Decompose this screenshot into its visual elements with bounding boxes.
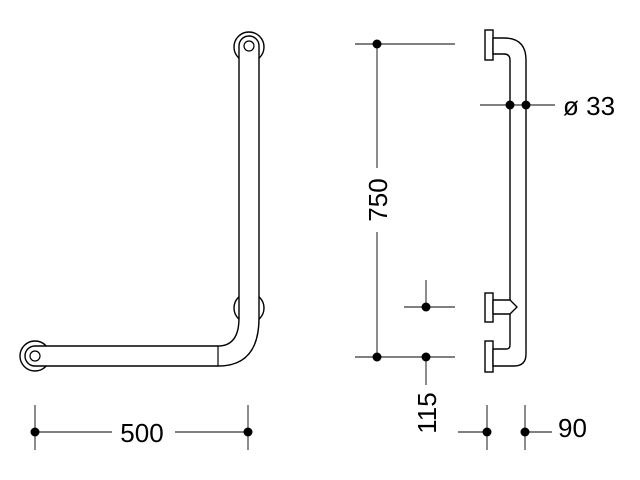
offset-dimension: 115 [404, 280, 455, 434]
height-label: 750 [363, 178, 393, 221]
depth-dimension: 90 [458, 405, 587, 450]
width-dimension: 500 [30, 405, 253, 450]
left-tube-end [29, 350, 41, 362]
diameter-dimension: ø 33 [480, 91, 615, 121]
top-tube-end [243, 40, 255, 52]
width-label: 500 [120, 418, 163, 448]
bottom-wall-flange [484, 340, 494, 373]
top-wall-flange [484, 29, 494, 61]
middle-wall-flange [484, 292, 494, 323]
height-dimension: 750 [355, 39, 455, 362]
depth-label: 90 [558, 413, 587, 443]
diameter-label: ø 33 [563, 91, 615, 121]
side-tube [492, 37, 527, 367]
grab-bar-tube [24, 35, 260, 367]
middle-support-stem [492, 299, 518, 315]
front-view [19, 31, 265, 372]
side-view [484, 29, 527, 373]
offset-label: 115 [412, 392, 442, 433]
